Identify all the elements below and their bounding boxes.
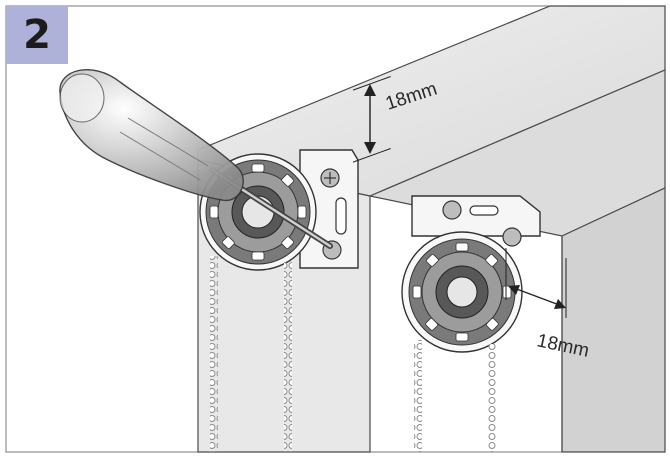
chain-left-a (210, 256, 218, 452)
step-number-badge: 2 (6, 6, 68, 64)
bracket-left-slot (335, 197, 347, 235)
chain-right-a (414, 340, 422, 452)
bracket-right (411, 195, 541, 237)
screw-right-2 (502, 227, 522, 247)
bracket-right-slot (469, 205, 499, 216)
chain-left-b (284, 262, 292, 452)
chain-right-b (488, 344, 496, 452)
screw-right-1 (442, 200, 462, 220)
chain-mechanism-right (401, 231, 523, 353)
screwdriver-icon (59, 68, 333, 249)
